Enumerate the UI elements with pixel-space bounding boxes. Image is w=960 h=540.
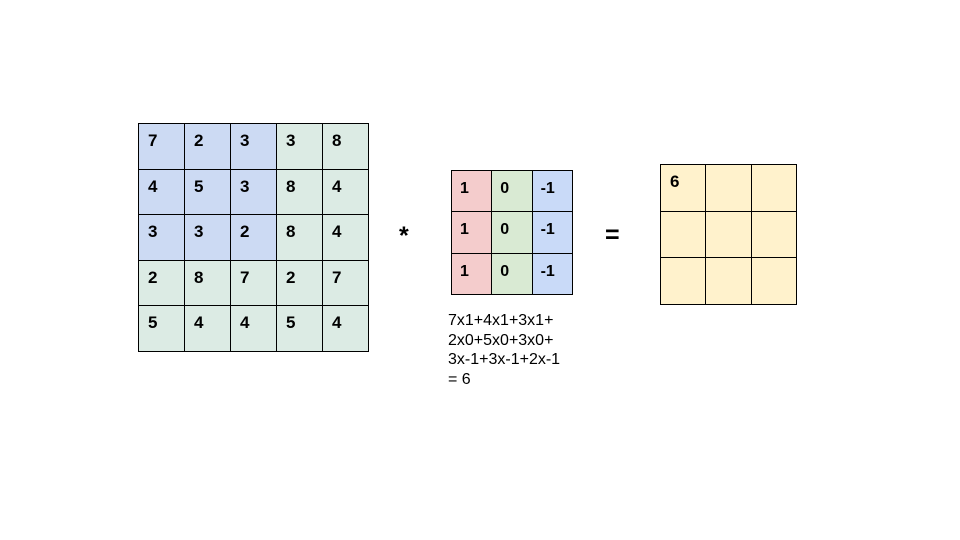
output-matrix-3x3: 6	[660, 164, 797, 305]
kernel-cell: 0	[492, 212, 532, 253]
input-cell: 5	[185, 169, 230, 215]
kernel-cell: 0	[492, 253, 532, 294]
output-cell	[661, 211, 706, 258]
calculation-line: 3x-1+3x-1+2x-1	[448, 351, 561, 368]
input-cell: 8	[277, 215, 322, 260]
input-cell: 8	[323, 124, 368, 169]
input-cell: 7	[323, 260, 368, 306]
output-cell	[751, 258, 796, 304]
input-cell: 5	[139, 306, 184, 351]
output-cell	[706, 165, 751, 211]
equals-operator: =	[605, 221, 620, 249]
calculation-line: = 6	[448, 370, 471, 388]
output-cell	[751, 165, 796, 211]
input-cell: 4	[323, 306, 368, 351]
kernel-cell: -1	[532, 253, 572, 294]
input-cell: 8	[185, 260, 230, 306]
output-cell	[706, 211, 751, 258]
input-cell: 2	[185, 124, 230, 169]
output-cell	[751, 211, 796, 258]
output-cell: 6	[661, 165, 706, 211]
input-cell: 4	[323, 215, 368, 260]
input-cell: 2	[231, 215, 276, 260]
input-cell: 7	[139, 124, 184, 169]
kernel-cell: 1	[452, 212, 492, 253]
input-cell: 3	[231, 124, 276, 169]
input-cell: 4	[231, 306, 276, 351]
calculation-text: 7x1+4x1+3x1+ 2x0+5x0+3x0+ 3x-1+3x-1+2x-1…	[448, 311, 560, 389]
calculation-line: 2x0+5x0+3x0+	[448, 331, 554, 349]
kernel-cell: 1	[452, 171, 492, 212]
kernel-cell: 0	[492, 171, 532, 212]
input-cell: 4	[323, 169, 368, 215]
kernel-cell: -1	[532, 171, 572, 212]
input-cell: 2	[277, 260, 322, 306]
input-cell: 8	[277, 169, 322, 215]
kernel-cell: 1	[452, 253, 492, 294]
input-cell: 2	[139, 260, 184, 306]
input-cell: 4	[185, 306, 230, 351]
calculation-line: 7x1+4x1+3x1+	[448, 312, 554, 329]
output-cell	[661, 258, 706, 304]
input-cell: 3	[277, 124, 322, 169]
input-cell: 5	[277, 306, 322, 351]
input-cell: 3	[185, 215, 230, 260]
input-cell: 7	[231, 260, 276, 306]
input-cell: 4	[139, 169, 184, 215]
input-cell: 3	[231, 169, 276, 215]
input-cell: 3	[139, 215, 184, 260]
output-cell	[706, 258, 751, 304]
convolution-operator: *	[399, 222, 409, 250]
kernel-cell: -1	[532, 212, 572, 253]
